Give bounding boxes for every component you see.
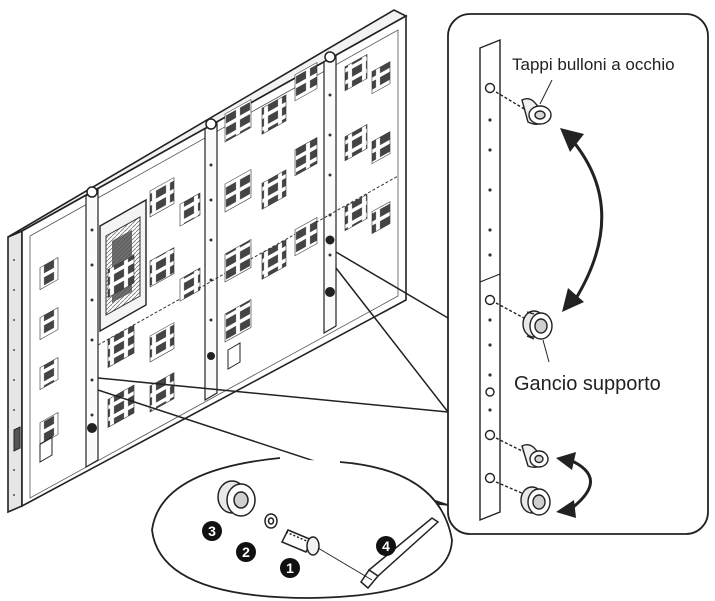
swap-arrow-large	[570, 139, 604, 301]
label-support-hook: Gancio supporto	[514, 373, 661, 395]
monitor-inner-border	[29, 29, 399, 499]
svg-text:2: 2	[242, 544, 250, 560]
detail-rail	[479, 38, 501, 522]
exploded-detail-outline	[151, 457, 453, 599]
arrowhead-down	[562, 288, 584, 312]
svg-text:3: 3	[208, 523, 216, 539]
monitor-side-edge	[7, 229, 23, 514]
arrowhead-small-up	[556, 452, 576, 470]
bolt-leader	[317, 547, 373, 581]
step-badge-1: 1	[280, 558, 300, 578]
eyebolt-cap-lower	[495, 437, 549, 469]
step-badge-4: 4	[376, 536, 396, 556]
support-hook-middle	[495, 302, 553, 340]
arrowhead-up	[560, 128, 584, 152]
eyebolt-cap-top	[495, 91, 552, 125]
part-hook	[217, 480, 256, 517]
arrowhead-small-down	[556, 500, 576, 518]
mounting-rails	[85, 53, 337, 469]
part-bolt	[280, 529, 320, 556]
detail-panel: Tappi bulloni a occhio Gancio supporto	[447, 13, 709, 535]
support-hook-lower	[495, 481, 551, 516]
hook-label-leader	[542, 339, 550, 363]
svg-text:4: 4	[382, 538, 390, 554]
exploded-detail: 3 2 1 4	[151, 457, 453, 599]
step-badge-3: 3	[202, 521, 222, 541]
cap-label-leader	[539, 79, 553, 105]
rear-stickers	[13, 342, 241, 463]
part-washer	[264, 513, 278, 529]
monitor-back	[7, 9, 408, 514]
label-eyebolt-caps: Tappi bulloni a occhio	[512, 55, 675, 74]
rail-bolts	[87, 235, 335, 433]
vent-grilles	[39, 54, 391, 446]
step-badge-2: 2	[236, 542, 256, 562]
eyebolt-rings-top	[86, 51, 336, 198]
edge-dots	[13, 259, 15, 496]
detail-panel-frame	[447, 13, 709, 535]
swap-arrow-small	[569, 458, 592, 510]
svg-text:1: 1	[286, 560, 294, 576]
